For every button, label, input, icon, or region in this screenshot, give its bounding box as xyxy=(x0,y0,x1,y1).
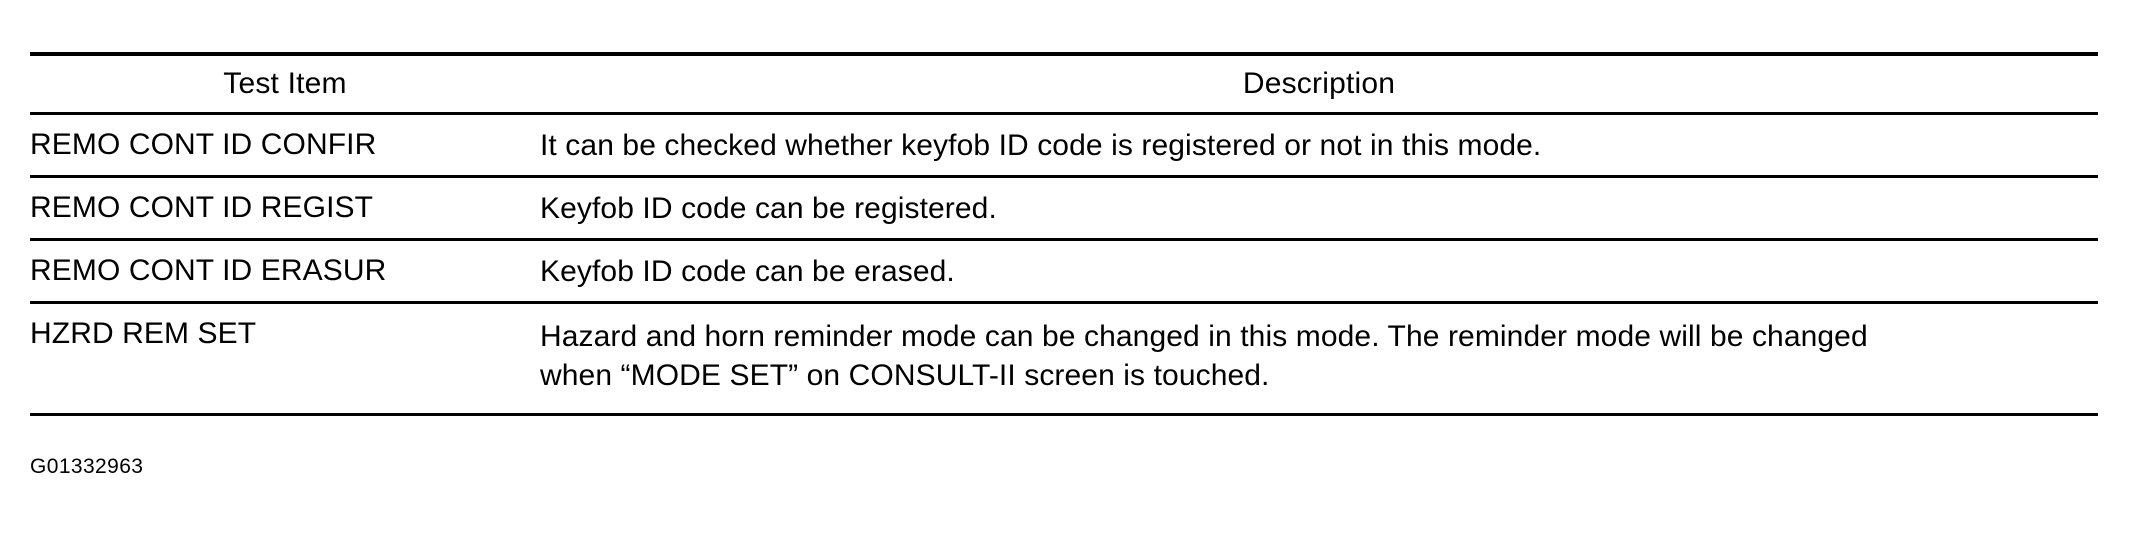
table-row: REMO CONT ID ERASUR Keyfob ID code can b… xyxy=(30,239,2098,304)
cell-description: Keyfob ID code can be erased. xyxy=(540,239,2098,304)
table-header-row: Test Item Description xyxy=(30,52,2098,115)
description-line: It can be checked whether keyfob ID code… xyxy=(540,128,1542,162)
cell-test-item: REMO CONT ID REGIST xyxy=(30,176,540,241)
description-line: Hazard and horn reminder mode can be cha… xyxy=(540,320,1868,353)
cell-test-item: REMO CONT ID ERASUR xyxy=(30,239,540,304)
column-header-test-item: Test Item xyxy=(30,52,540,115)
figure-caption: G01332963 xyxy=(30,455,144,478)
column-header-description: Description xyxy=(540,52,2098,115)
spec-table-container: Test Item Description REMO CONT ID CONFI… xyxy=(30,52,2098,416)
cell-description: Hazard and horn reminder mode can be cha… xyxy=(540,302,2098,416)
cell-test-item: REMO CONT ID CONFIR xyxy=(30,113,540,178)
description-line: Keyfob ID code can be registered. xyxy=(540,191,997,225)
cell-description: It can be checked whether keyfob ID code… xyxy=(540,113,2098,178)
table-row: REMO CONT ID REGIST Keyfob ID code can b… xyxy=(30,176,2098,241)
cell-test-item: HZRD REM SET xyxy=(30,302,540,416)
test-item-description-table: Test Item Description REMO CONT ID CONFI… xyxy=(30,52,2098,416)
description-line: Keyfob ID code can be erased. xyxy=(540,254,955,288)
table-row: HZRD REM SET Hazard and horn reminder mo… xyxy=(30,302,2098,416)
cell-description: Keyfob ID code can be registered. xyxy=(540,176,2098,241)
table-row: REMO CONT ID CONFIR It can be checked wh… xyxy=(30,113,2098,178)
description-line: when “MODE SET” on CONSULT-II screen is … xyxy=(540,359,1270,392)
